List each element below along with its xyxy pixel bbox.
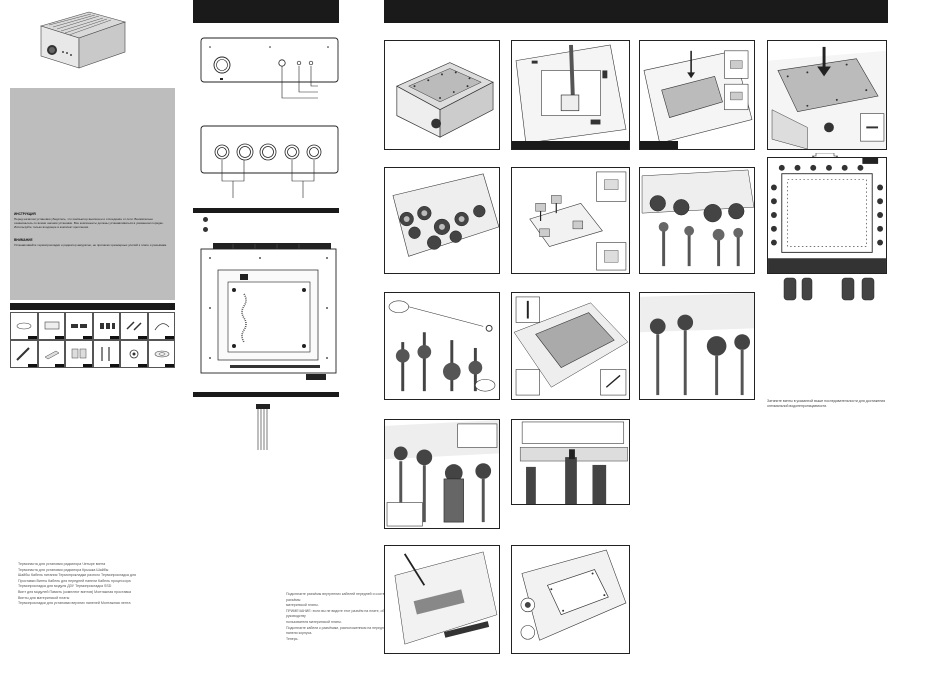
instruction-line: ПРИМЕЧАНИЕ: если вы не видите этот разъё…	[286, 608, 402, 619]
warning-text: Устанавливайте термопрокладки и радиатор…	[14, 243, 168, 247]
part-thermal-paste	[10, 340, 38, 368]
instruction-line: пользователя материнской платы.	[286, 619, 342, 624]
part-standoffs	[92, 312, 120, 340]
part-clip	[120, 340, 148, 368]
connector-header-strip	[213, 238, 331, 250]
part-washer	[10, 312, 38, 340]
instruction-line: Подключите кабели к разъёмам, расположен…	[286, 625, 404, 636]
parts-legend: Термопаста для установки радиатора Четыр…	[18, 562, 193, 607]
step-caption-bar	[512, 141, 629, 149]
step-row-2	[203, 227, 208, 232]
note-heading: ИНСТРУКЦИЯ	[14, 212, 36, 216]
part-pads	[65, 340, 93, 368]
step-image-thermal-paste	[384, 545, 500, 654]
screw-sequence-note: Затяните винты в указанной выше последов…	[767, 399, 886, 408]
motherboard-diagram	[200, 248, 337, 380]
section-header-front-panel	[193, 0, 339, 23]
legend-line: Термопрокладки для установки верхних пан…	[18, 601, 131, 606]
front-panel-diagram	[200, 35, 340, 105]
legend-line: Проставки Винты Кабель для передней пане…	[18, 578, 131, 583]
step-image-mainboard-mount	[511, 292, 630, 400]
parts-grid	[10, 312, 175, 368]
step-number-icon	[203, 217, 208, 222]
step-number-icon	[203, 227, 208, 232]
part-thermal-strip	[37, 340, 65, 368]
step-image-tube-fittings	[639, 167, 755, 274]
product-photo	[33, 8, 128, 74]
step-image-cable-connect	[511, 40, 630, 150]
legend-line: Термопаста для установки радиатора Четыр…	[18, 562, 106, 566]
step-image-port-connectors	[511, 419, 630, 505]
instruction-line: Теперь.	[286, 636, 299, 641]
step-caption-bar	[640, 141, 678, 149]
note-text: Перед началом установки убедитесь, что к…	[14, 217, 164, 229]
cable-instructions: Подключите разъёмы внутренних кабелей пе…	[286, 592, 406, 642]
step-image-thermal-pad	[639, 40, 755, 150]
warning-heading: ВНИМАНИЕ	[14, 238, 33, 242]
part-screw-set	[120, 312, 148, 340]
info-panel: ИНСТРУКЦИЯ Перед началом установки убеди…	[10, 88, 175, 300]
legend-line: Термопрокладка для модуля ДЗУ Термопрокл…	[18, 584, 112, 589]
instruction-line: материнской платы.	[286, 603, 319, 608]
step-image-hose-clamp	[384, 419, 500, 529]
section-header-installation	[384, 0, 888, 23]
legend-line: Термопаста для установки радиатора Крышк…	[18, 567, 109, 572]
step-row-1	[203, 217, 208, 222]
parts-list-bar	[10, 303, 175, 310]
part-screws	[65, 312, 93, 340]
part-screwdriver	[92, 340, 120, 368]
legend-line: Шайбы Кабель питания Термопрокладки разн…	[18, 573, 136, 578]
part-cable	[147, 312, 175, 340]
step-image-hose-routing	[384, 292, 500, 400]
step-image-rear-fittings	[384, 167, 500, 274]
step-image-chassis-top	[384, 40, 500, 150]
section-bar-cable	[193, 392, 339, 397]
step-image-screw-sequence	[767, 157, 887, 274]
step-image-spacers	[511, 167, 630, 274]
part-disc	[147, 340, 175, 368]
rear-panel-diagram	[200, 124, 340, 204]
part-thermal-pad	[37, 312, 65, 340]
legend-line: Винт для модулей Память (комплект винтов…	[18, 589, 132, 594]
fittings-row-drawing	[780, 276, 880, 302]
instruction-line: Подключите разъёмы внутренних кабелей пе…	[286, 592, 405, 602]
cable-drawing	[254, 402, 272, 452]
step-image-fittings-tight	[639, 292, 755, 400]
legend-line: Винты для материнской платы	[18, 595, 70, 600]
step-image-memory-install	[511, 545, 630, 654]
section-bar-motherboard	[193, 208, 339, 213]
step-image-cover-install	[767, 40, 887, 150]
